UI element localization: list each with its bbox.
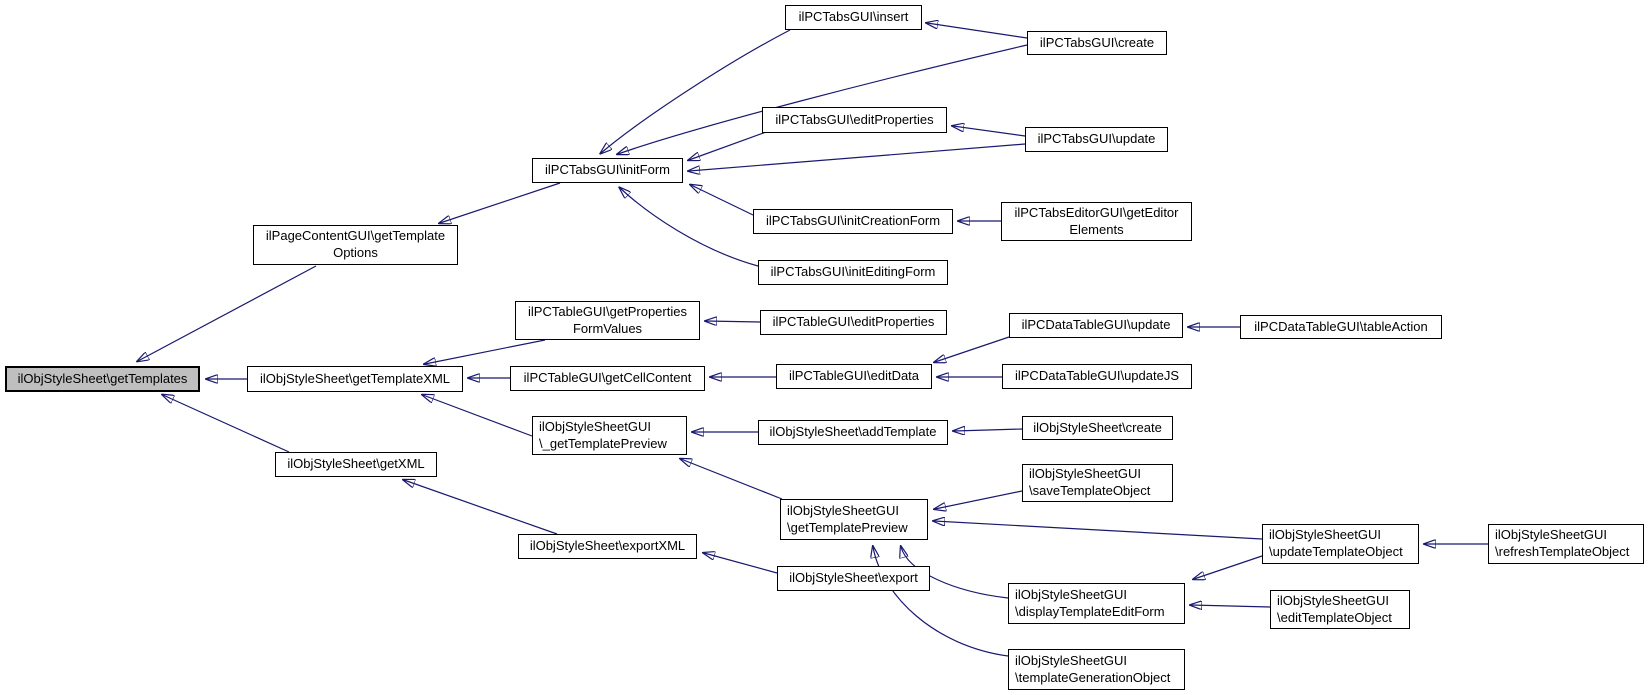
edge-_getTemplatePreview-getTemplateXML <box>423 395 533 437</box>
edge-getTemplateOptions-getTemplates <box>138 265 317 361</box>
node-gettemplatexml[interactable]: ilObjStyleSheet\getTemplateXML <box>247 366 463 392</box>
node-gettemplateoptions[interactable]: ilPageContentGUI\getTemplate Options <box>253 225 458 265</box>
edge-initForm-getTemplateOptions <box>440 182 561 223</box>
node-geteditorelements[interactable]: ilPCTabsEditorGUI\getEditor Elements <box>1001 202 1192 241</box>
edge-getXML-getTemplates <box>163 395 290 453</box>
edge-getPropertiesFormValues-getTemplateXML <box>425 339 546 364</box>
edge-saveTemplateObject-getTemplatePreview <box>935 490 1023 509</box>
node-gettemplates: ilObjStyleSheet\getTemplates <box>5 366 200 392</box>
node-editdata[interactable]: ilPCTableGUI\editData <box>776 364 932 389</box>
edge-tabsEditProperties-initForm <box>689 131 767 160</box>
node-tabs-update[interactable]: ilPCTabsGUI\update <box>1025 127 1168 152</box>
edge-export-exportXML <box>704 553 778 574</box>
node-tabs-editproperties[interactable]: ilPCTabsGUI\editProperties <box>762 107 947 133</box>
edge-dataTableUpdate-editData <box>935 336 1010 362</box>
node-addtemplate[interactable]: ilObjStyleSheet\addTemplate <box>758 420 948 445</box>
node-exportxml[interactable]: ilObjStyleSheet\exportXML <box>518 534 697 559</box>
edge-insert-initForm <box>601 29 791 153</box>
node-getxml[interactable]: ilObjStyleSheet\getXML <box>275 452 437 477</box>
node-initcreationform[interactable]: ilPCTabsGUI\initCreationForm <box>753 209 953 234</box>
edge-tabsUpdate-tabsEditProperties <box>953 126 1026 137</box>
node-insert[interactable]: ilPCTabsGUI\insert <box>785 5 922 30</box>
node-table-editproperties[interactable]: ilPCTableGUI\editProperties <box>760 310 947 335</box>
edge-updateTemplateObject-getTemplatePreview <box>934 521 1263 540</box>
node-savetemplateobject[interactable]: ilObjStyleSheetGUI \saveTemplateObject <box>1022 464 1173 502</box>
node-style-create[interactable]: ilObjStyleSheet\create <box>1022 416 1173 440</box>
node-updatejs[interactable]: ilPCDataTableGUI\updateJS <box>1002 364 1192 389</box>
node-refreshtemplateobject[interactable]: ilObjStyleSheetGUI \refreshTemplateObjec… <box>1488 524 1644 564</box>
edge-displayTemplateEditForm-getTemplatePreview <box>901 547 1009 599</box>
node-updatetemplateobject[interactable]: ilObjStyleSheetGUI \updateTemplateObject <box>1262 524 1419 564</box>
edge-initEditingForm-initForm <box>620 188 759 267</box>
edge-styleCreate-addTemplate <box>954 429 1023 431</box>
edge-exportXML-getXML <box>404 480 558 535</box>
edge-templateGenerationObject-getTemplatePreview <box>873 547 1009 657</box>
edge-tableEditProperties-getPropertiesFormValues <box>706 321 761 322</box>
node-getcellcontent[interactable]: ilPCTableGUI\getCellContent <box>510 366 705 391</box>
node-tabs-create[interactable]: ilPCTabsGUI\create <box>1027 31 1167 55</box>
node-tableaction[interactable]: ilPCDataTableGUI\tableAction <box>1240 315 1442 339</box>
edge-tabsCreate-initForm <box>618 44 1028 154</box>
node-export[interactable]: ilObjStyleSheet\export <box>777 566 930 591</box>
edge-tabsUpdate-initForm <box>689 143 1026 171</box>
edge-initCreationForm-initForm <box>691 185 754 216</box>
node-initeditingform[interactable]: ilPCTabsGUI\initEditingForm <box>758 260 948 285</box>
node-edittemplateobject[interactable]: ilObjStyleSheetGUI \editTemplateObject <box>1270 590 1410 629</box>
edge-editTemplateObject-displayTemplateEditForm <box>1191 605 1271 607</box>
node-getpropertiesformvalues[interactable]: ilPCTableGUI\getProperties FormValues <box>515 301 700 340</box>
node-templategenerationobject[interactable]: ilObjStyleSheetGUI \templateGenerationOb… <box>1008 649 1185 690</box>
edge-getTemplatePreview-_getTemplatePreview <box>681 459 783 500</box>
node-initform[interactable]: ilPCTabsGUI\initForm <box>532 158 683 183</box>
node-undergettemplatepreview[interactable]: ilObjStyleSheetGUI \_getTemplatePreview <box>532 416 687 455</box>
node-gettemplatepreview[interactable]: ilObjStyleSheetGUI \getTemplatePreview <box>780 499 928 540</box>
edge-updateTemplateObject-displayTemplateEditForm <box>1194 555 1263 579</box>
node-displaytemplateeditform[interactable]: ilObjStyleSheetGUI \displayTemplateEditF… <box>1008 583 1185 624</box>
node-datatable-update[interactable]: ilPCDataTableGUI\update <box>1009 313 1183 338</box>
edge-tabsCreate-insert <box>927 23 1028 39</box>
